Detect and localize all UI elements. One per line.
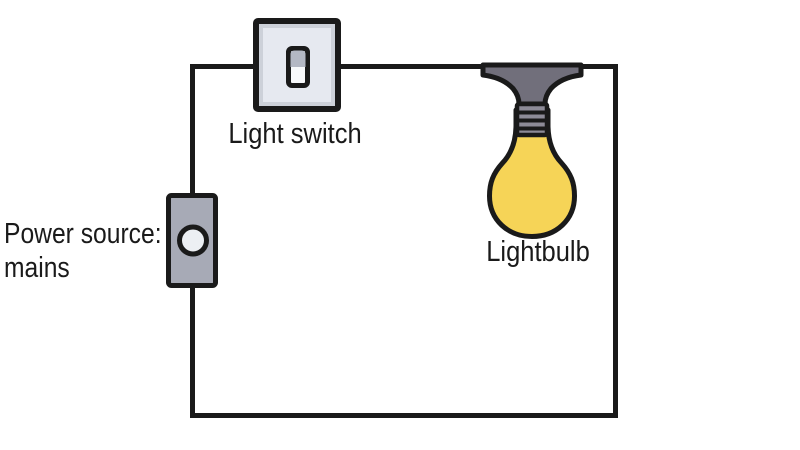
bulb-screw-threads: [515, 110, 549, 131]
power-source-label-line1: Power source:: [4, 218, 162, 250]
bulb-fixture: [480, 62, 584, 107]
light-switch-label: Light switch: [228, 118, 362, 150]
power-source-button: [177, 224, 209, 257]
switch-toggle-top-half: [290, 50, 306, 67]
light-switch-component: [253, 18, 341, 112]
power-source-label-line2: mains: [4, 252, 70, 284]
lightbulb-label: Lightbulb: [486, 236, 590, 268]
lightbulb-component: [480, 62, 584, 239]
bulb-glass: [487, 107, 577, 239]
power-source-label: Power source: mains: [4, 217, 162, 285]
power-source-component: [166, 193, 218, 288]
